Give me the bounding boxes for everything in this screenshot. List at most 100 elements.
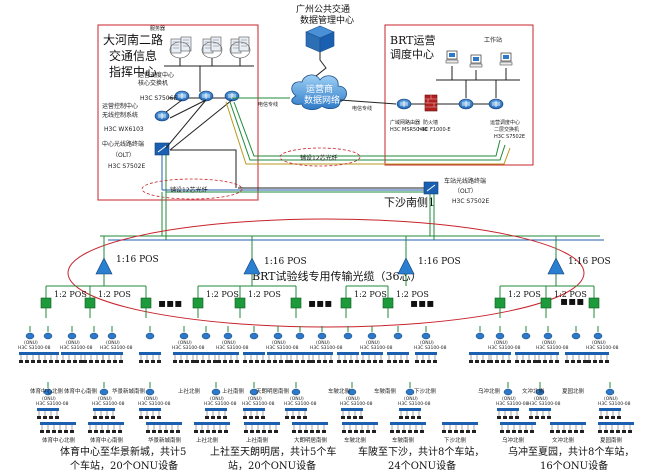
station-name-label: 体育中心北侧 [42,436,76,444]
splitter-1-2-label: 1:2 POS [396,290,429,299]
camera-icon [442,430,446,433]
station-name-label: 华景新城南侧 [112,387,146,395]
camera-icon [101,360,105,363]
camera-icon [512,430,516,433]
brt-title-line2: 调度中心 [390,47,434,61]
camera-icon [111,416,115,419]
camera-icon [243,416,247,419]
access-switch-bar [37,352,59,355]
group-4-caption-line2: 16个ONU设备 [540,459,608,472]
station-switch-bar [194,422,230,425]
splitter-1-2-box [234,297,246,309]
camera-icon [295,360,299,363]
hnr-wireless-controller-icon [154,110,170,122]
onu-label: (ONU) [404,396,418,402]
camera-icon [593,360,597,363]
brt-title-line1: BRT运营 [390,33,436,47]
camera-icon [223,360,227,363]
camera-icon [549,360,553,363]
camera-icon [52,430,56,433]
splitter-1-2-label: 1:2 POS [54,290,87,299]
camera-icon [205,416,209,419]
more-ellipsis: ▪▪▪ [158,296,182,310]
access-switch-bar [289,352,311,355]
trunk-label: BRT试验线专用传输光缆（36芯） [252,269,422,283]
camera-icon [529,416,533,419]
firewall-icon [424,94,438,112]
station-name-label: 上社南侧 [222,387,245,395]
camera-icon [145,360,149,363]
access-switch-bar [285,408,307,411]
more-ellipsis: ▪▪▪ [308,296,332,310]
splitter-1-2-box [192,297,204,309]
camera-icon [466,430,470,433]
camera-icon [279,360,283,363]
hnr-wireless-label-3: H3C WX6103 [104,126,144,133]
splitter-1-16-label: 1:16 POS [116,255,159,265]
camera-icon [217,360,221,363]
camera-icon [146,430,150,433]
camera-icon [322,430,326,433]
station-name-label: 乌冲北侧 [478,387,501,395]
brt-switch-b-icon [488,98,504,110]
camera-icon [481,360,485,363]
camera-icon [509,416,513,419]
onu-device-icon [67,332,77,340]
camera-icon [402,430,406,433]
splitter-1-16-icon [547,257,565,275]
camera-icon [55,360,59,363]
camera-icon [201,360,205,363]
access-switch-bar [311,352,333,355]
camera-icon [565,360,569,363]
camera-icon [577,360,581,363]
hnr-olt-label-1: 中心光线路终端 [102,140,144,148]
camera-icon [49,416,53,419]
camera-icon [337,360,341,363]
camera-icon [537,360,541,363]
camera-icon [285,416,289,419]
station-switch-bar [550,422,586,425]
camera-icon [83,360,87,363]
camera-icon [118,430,122,433]
camera-icon [550,430,554,433]
onu-device-icon [475,332,485,340]
hnr-title-line3: 指挥中心 [109,64,157,79]
access-switch-bar [139,408,161,411]
onu-device-icon [145,388,155,396]
camera-icon [289,360,293,363]
onu-label: (ONU) [494,340,508,346]
onu-device-icon [405,388,415,396]
camera-icon [139,360,143,363]
camera-icon [61,360,65,363]
camera-icon [475,360,479,363]
camera-icon [489,360,493,363]
onu-device-icon [145,332,155,340]
access-switch-bar [195,352,217,355]
station-name-label: 上社北侧 [196,436,219,444]
brt-workstation-label: 工作站 [484,36,502,44]
camera-icon [73,360,77,363]
camera-icon [361,360,365,363]
camera-icon [304,430,308,433]
xsn-olt-icon [423,181,439,195]
camera-icon [421,360,425,363]
access-switch-bar [469,352,491,355]
camera-icon [372,430,376,433]
camera-icon [31,360,35,363]
camera-icon [206,430,210,433]
hnr-olt-label-3: H3C S7502E [108,163,146,170]
camera-icon [390,430,394,433]
camera-icon [256,430,260,433]
splitter-1-16-icon [397,257,415,275]
access-switch-bar [243,352,265,355]
camera-icon [414,430,418,433]
camera-icon [367,360,371,363]
camera-icon [151,360,155,363]
access-switch-bar [173,352,195,355]
station-switch-bar [442,422,478,425]
camera-icon [95,360,99,363]
onu-label: (ONU) [290,396,304,402]
camera-icon [427,360,431,363]
station-name-label: 下沙北侧 [414,387,437,395]
splitter-1-2-label: 1:2 POS [98,290,131,299]
